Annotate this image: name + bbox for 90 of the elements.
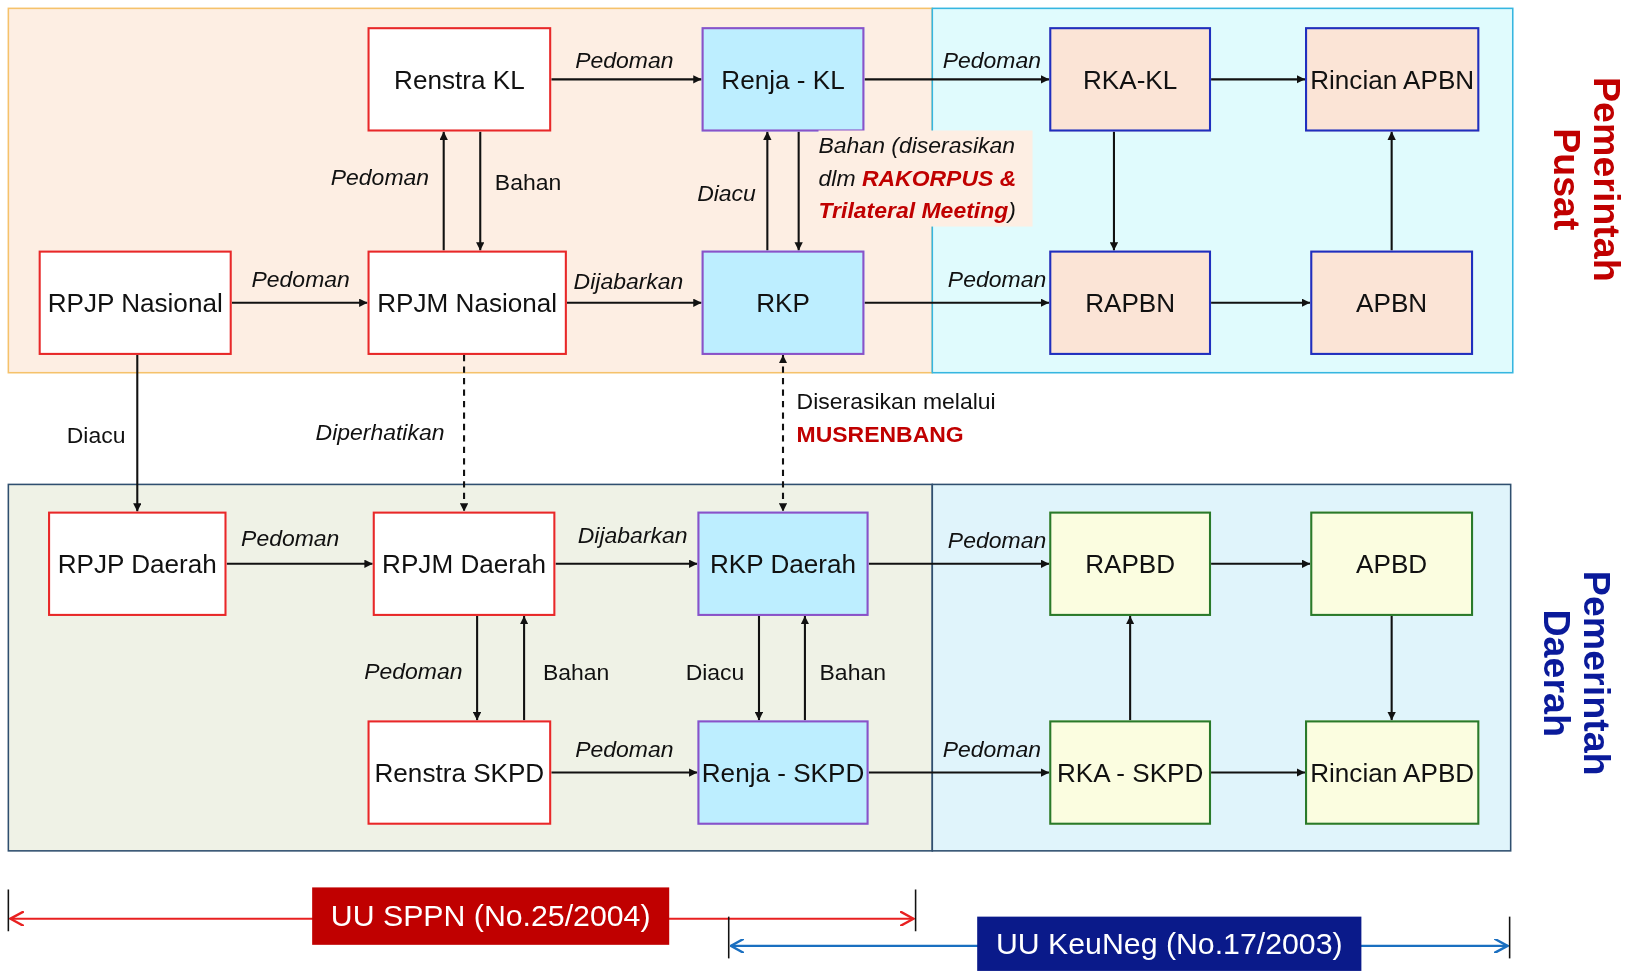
- process-box: [1310, 511, 1474, 616]
- box-label: RKA-KL: [1083, 63, 1178, 96]
- arrow: [754, 615, 764, 721]
- arrow: [778, 354, 788, 512]
- arrow: [519, 615, 529, 721]
- arrow: [868, 768, 1050, 777]
- arrow: [231, 298, 368, 307]
- edge-label: Pedoman: [947, 526, 1047, 556]
- arrow: [1211, 559, 1311, 568]
- arrow: [1387, 131, 1396, 251]
- arrow: [864, 75, 1050, 84]
- box-label: RPJP Daerah: [57, 548, 217, 581]
- process-box: [1049, 511, 1212, 616]
- arrow: [1109, 131, 1119, 251]
- edge-label: Bahan: [542, 657, 610, 687]
- arrow: [1211, 768, 1305, 777]
- arrow: [1387, 615, 1396, 721]
- edge-label: Bahan: [494, 168, 562, 198]
- box-label: RAPBD: [1085, 548, 1176, 581]
- process-box: [1049, 27, 1212, 132]
- arrow: [1211, 75, 1305, 84]
- process-box: [1305, 720, 1480, 825]
- edge-label: Dijabarkan: [573, 267, 684, 297]
- section-title: Pemerintah Pusat: [1547, 76, 1627, 284]
- process-box: [697, 511, 869, 616]
- edge-label: Pedoman: [575, 735, 674, 765]
- box-label: Renstra SKPD: [374, 756, 545, 790]
- section-title: Pemerintah Daerah: [1537, 569, 1616, 778]
- edge-label: Dijabarkan: [577, 521, 688, 551]
- edge-label: Bahan: [819, 657, 886, 687]
- arrow: [226, 559, 373, 568]
- edge-label: Pedoman: [942, 46, 1041, 76]
- edge-label: Diperhatikan: [315, 417, 445, 447]
- edge-label: Diacu: [66, 420, 126, 450]
- box-label: APBD: [1356, 548, 1428, 581]
- box-label: Renja - SKPD: [701, 756, 865, 790]
- edge-label: Pedoman: [942, 735, 1041, 765]
- process-box: [1310, 250, 1474, 355]
- arrow: [551, 75, 702, 84]
- edge-label: Bahan (diserasikan dlm RAKORPUS & Trilateral Meeting): [818, 130, 1033, 227]
- arrow: [472, 615, 482, 721]
- arrow: [133, 354, 142, 512]
- arrow: [566, 298, 702, 307]
- edge-label: Pedoman: [575, 46, 674, 76]
- process-box: [48, 511, 227, 616]
- law-banner: UU SPPN (No.25/2004): [312, 887, 670, 945]
- process-box: [1049, 720, 1212, 825]
- arrow: [439, 131, 448, 251]
- process-box: [1049, 250, 1212, 355]
- edge-label: Pedoman: [947, 265, 1047, 295]
- box-label: Renstra KL: [394, 63, 525, 96]
- process-box: [367, 250, 567, 355]
- process-box: [697, 720, 869, 825]
- box-label: RPJM Daerah: [382, 548, 546, 581]
- edge-label: Diacu: [697, 179, 756, 209]
- law-banner: UU KeuNeg (No.17/2003): [977, 916, 1362, 971]
- process-box: [372, 511, 556, 616]
- arrow: [864, 298, 1050, 307]
- box-label: RKP Daerah: [709, 548, 857, 581]
- arrow: [476, 131, 485, 251]
- arrow: [555, 559, 698, 568]
- arrow: [800, 615, 810, 721]
- arrow: [1125, 615, 1135, 721]
- box-label: Renja - KL: [721, 63, 845, 96]
- process-box: [1305, 27, 1480, 132]
- box-label: RPJM Nasional: [377, 287, 558, 320]
- arrow: [551, 768, 698, 777]
- edge-label: Pedoman: [241, 524, 340, 554]
- edge-label: Diserasikan melalui MUSRENBANG: [796, 387, 997, 449]
- box-label: RKA - SKPD: [1056, 756, 1204, 790]
- box-label: Rincian APBN: [1310, 63, 1475, 96]
- box-label: RAPBN: [1085, 287, 1176, 320]
- process-box: [701, 27, 865, 132]
- box-label: Rincian APBD: [1310, 756, 1475, 790]
- edge-label: Pedoman: [330, 162, 430, 192]
- arrow: [868, 559, 1050, 568]
- process-box: [367, 27, 552, 132]
- process-box: [701, 250, 865, 355]
- edge-label: Diacu: [685, 657, 745, 687]
- box-label: RKP: [756, 287, 810, 320]
- process-box: [38, 250, 232, 355]
- box-label: APBN: [1356, 287, 1428, 320]
- arrow: [1211, 298, 1311, 307]
- arrow: [794, 131, 803, 251]
- arrow: [763, 131, 772, 251]
- arrow: [459, 354, 469, 512]
- process-box: [367, 720, 552, 825]
- edge-label: Pedoman: [364, 656, 463, 686]
- edge-label: Pedoman: [251, 265, 350, 295]
- box-label: RPJP Nasional: [47, 287, 223, 320]
